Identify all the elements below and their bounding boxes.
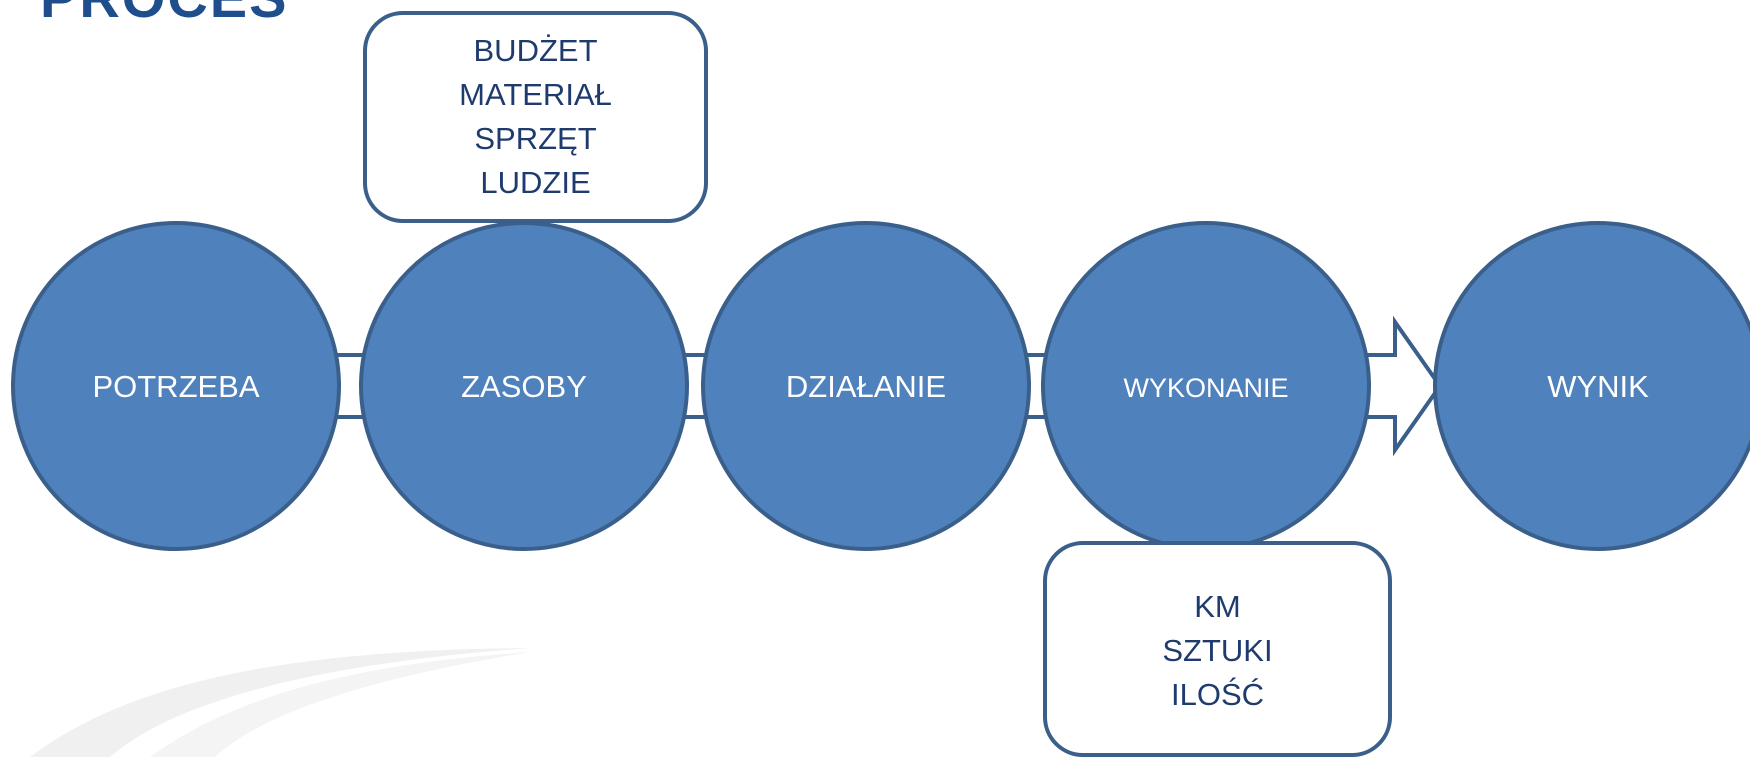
- process-node-circle: [701, 221, 1031, 551]
- measures-quantity: ILOŚĆ: [1170, 677, 1265, 712]
- background-swoosh: [30, 648, 530, 757]
- process-node-circle: [359, 221, 689, 551]
- process-node-wykonanie: WYKONANIE: [1041, 221, 1371, 551]
- resources-people: LUDZIE: [480, 165, 591, 200]
- resources-material: MATERIAŁ: [459, 77, 612, 112]
- measures-pieces: SZTUKI: [1162, 633, 1273, 668]
- process-node-label: WYKONANIE: [1123, 373, 1288, 403]
- resources-box: BUDŻET MATERIAŁ SPRZĘT LUDZIE: [363, 11, 708, 223]
- process-node-wynik: WYNIK: [1433, 221, 1750, 551]
- process-node-dzialanie: DZIAŁANIE: [701, 221, 1031, 551]
- process-node-zasoby: ZASOBY: [359, 221, 689, 551]
- process-node-potrzeba: POTRZEBA: [11, 221, 341, 551]
- process-node-label: POTRZEBA: [92, 369, 259, 404]
- resources-equipment: SPRZĘT: [474, 121, 597, 156]
- process-node-circle: [11, 221, 341, 551]
- resources-budget: BUDŻET: [473, 33, 598, 68]
- measures-km: KM: [1194, 589, 1241, 624]
- process-node-label: ZASOBY: [461, 369, 587, 404]
- process-node-circle: [1433, 221, 1750, 551]
- process-node-label: WYNIK: [1547, 369, 1649, 404]
- measures-box: KM SZTUKI ILOŚĆ: [1043, 541, 1392, 757]
- process-node-label: DZIAŁANIE: [786, 369, 946, 404]
- page-title: PROCES: [40, 0, 289, 26]
